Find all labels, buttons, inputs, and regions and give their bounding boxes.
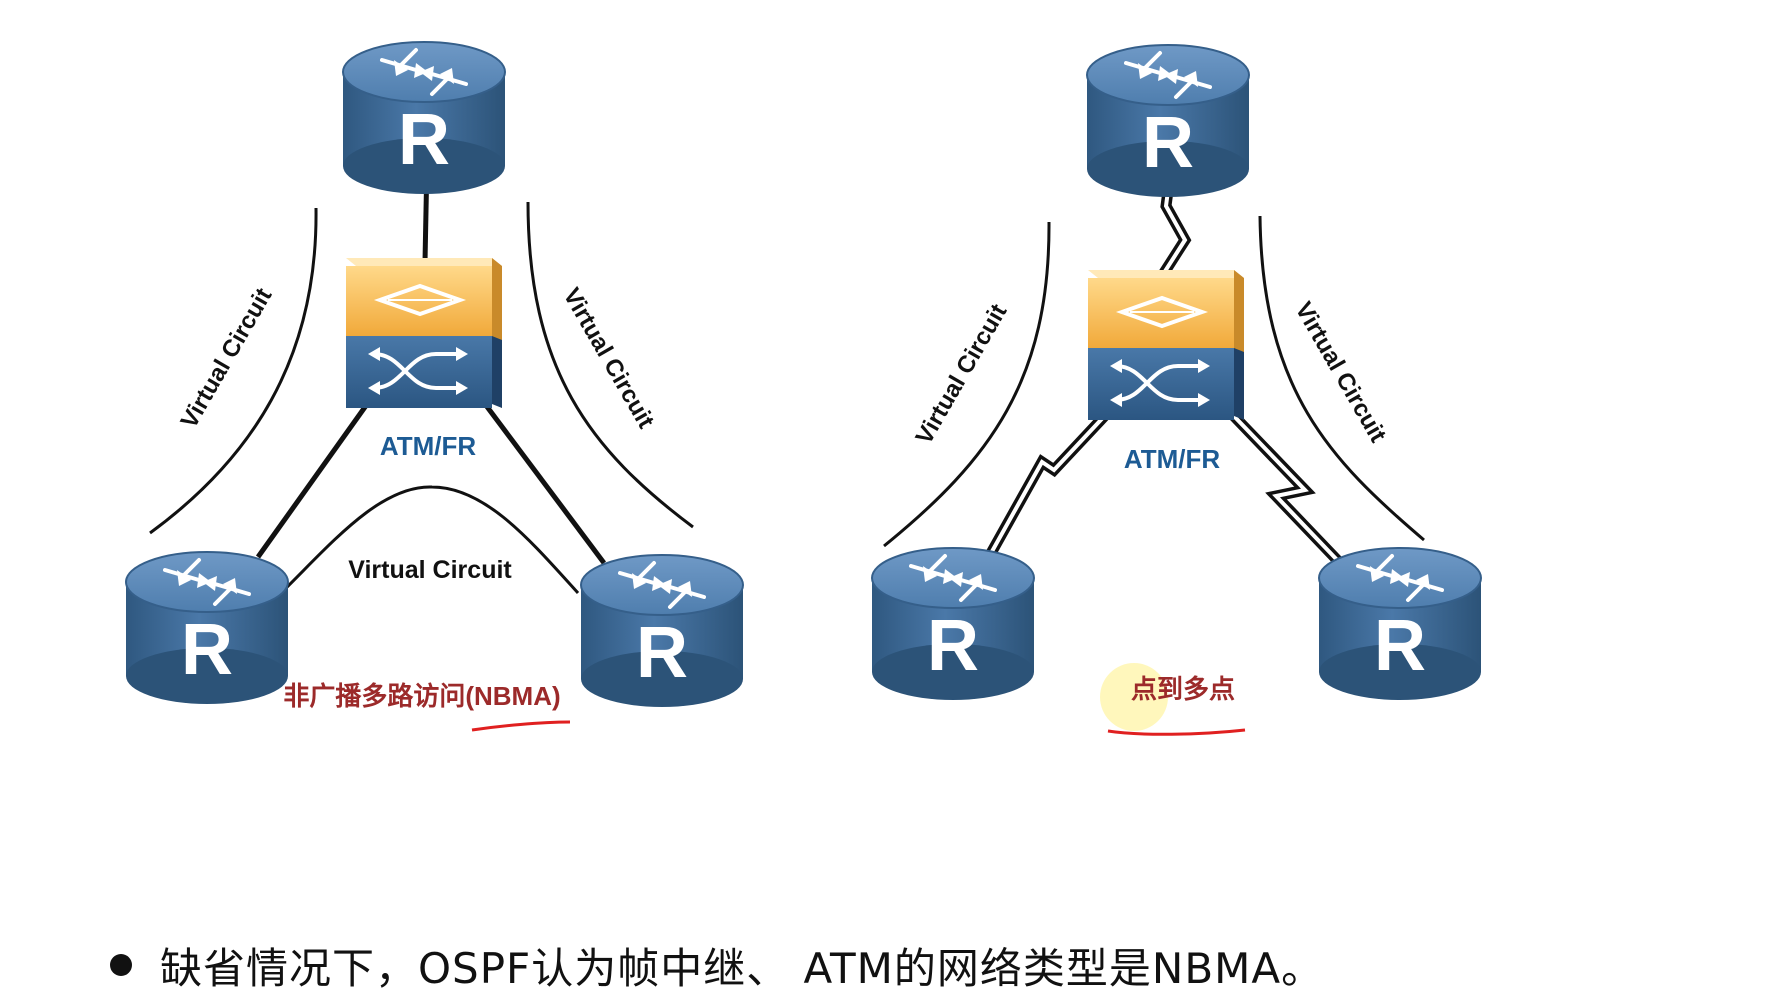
link-switch-to-right: [479, 398, 607, 565]
virtual-circuit-label: Virtual Circuit: [176, 284, 278, 433]
router-icon: [124, 550, 290, 706]
caption-nbma: 非广播多路访问(NBMA): [283, 681, 560, 711]
router-icon: [1085, 43, 1251, 199]
virtual-circuit-curve-bottom: [280, 485, 580, 595]
bullet-text: 缺省情况下，OSPF认为帧中继、 ATM的网络类型是NBMA。: [160, 943, 1325, 993]
virtual-circuit-curve-right: [526, 201, 694, 529]
atm-frame-relay-switch-icon: [344, 256, 504, 410]
device-label: ATM/FR: [1124, 444, 1220, 474]
lightning-serial-link-icon: [1226, 408, 1344, 567]
virtual-circuit-label: Virtual Circuit: [1290, 298, 1392, 447]
router-icon: [1317, 546, 1483, 702]
bullet-dot-icon: [110, 954, 132, 976]
router-icon: [341, 40, 507, 196]
lightning-serial-link-icon: [1228, 410, 1342, 565]
router-icon: [870, 546, 1036, 702]
atm-frame-relay-switch-icon: [1086, 268, 1246, 422]
link-switch-to-left: [255, 398, 373, 559]
nbma-diagram: ATM/FR Virtual Circuit Virtual Circuit V…: [124, 40, 745, 732]
caption-p2mp: 点到多点: [1131, 674, 1235, 704]
virtual-circuit-curve-right: [1258, 215, 1425, 542]
virtual-circuit-curve-left: [883, 221, 1051, 548]
virtual-circuit-label: Virtual Circuit: [348, 556, 512, 584]
virtual-circuit-curve-left: [149, 207, 318, 535]
caption-underline: [471, 720, 571, 732]
router-icon: [579, 553, 745, 709]
virtual-circuit-label: Virtual Circuit: [558, 284, 660, 433]
p2mp-diagram: ATM/FR Virtual Circuit Virtual Circuit 点…: [870, 43, 1483, 736]
device-label: ATM/FR: [380, 431, 476, 461]
bullet-point: 缺省情况下，OSPF认为帧中继、 ATM的网络类型是NBMA。: [110, 935, 1324, 995]
caption-underline: [1107, 728, 1246, 736]
lightning-serial-link-icon: [988, 406, 1114, 556]
cursor-highlight: [1100, 663, 1168, 731]
